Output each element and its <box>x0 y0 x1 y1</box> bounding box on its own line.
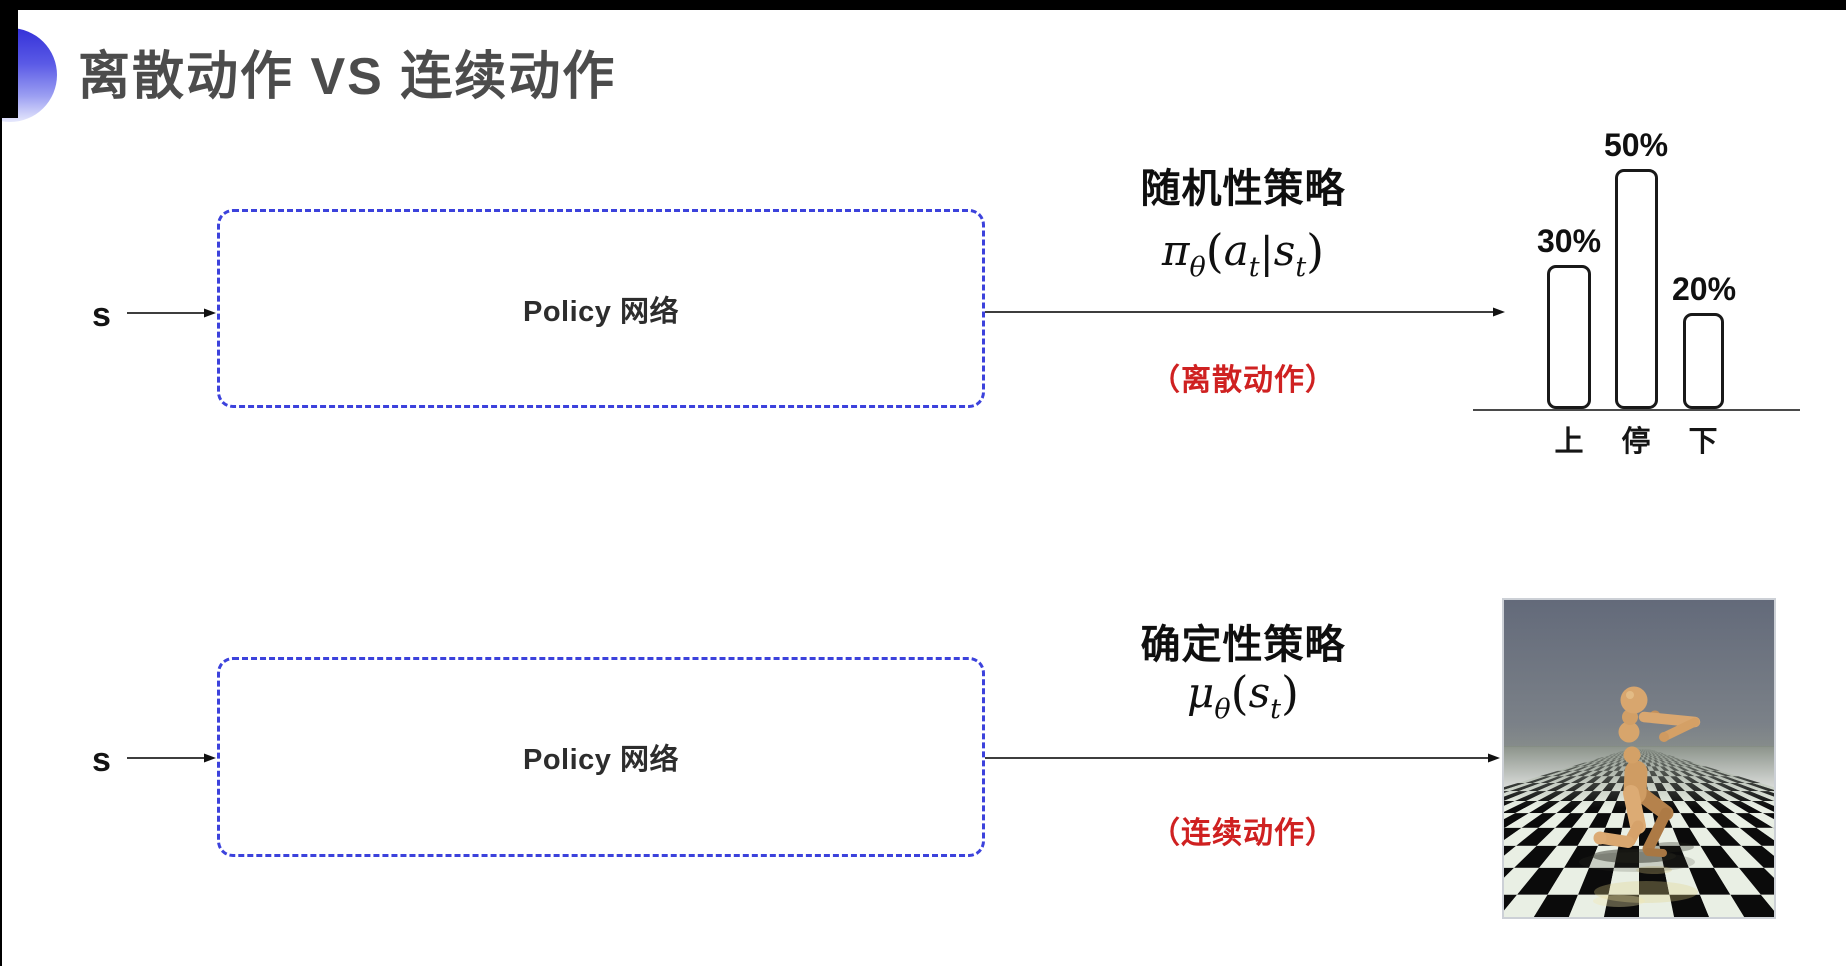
policy-formula-bottom: μθ(st) <box>1078 666 1408 725</box>
frame-top-left-corner <box>0 0 18 118</box>
formula-close-paren-b: ) <box>1280 666 1299 720</box>
bar-value-label-2: 20% <box>1671 271 1737 307</box>
humanoid-simulation-image <box>1502 598 1776 919</box>
chart-baseline <box>1473 409 1800 411</box>
policy-network-label-bottom: Policy 网络 <box>523 744 679 776</box>
action-probability-bar-chart: 30% 50% 20% 上 停 下 <box>1473 100 1800 460</box>
sky <box>1504 600 1774 747</box>
policy-network-box-top: Policy 网络 <box>217 209 985 408</box>
bar-value-label-1: 50% <box>1603 127 1669 163</box>
formula-open-paren-b: ( <box>1230 666 1249 720</box>
frame-left-edge <box>0 0 2 966</box>
humanoid-shadow <box>1579 842 1695 872</box>
policy-formula-top: πθ(at|st) <box>1078 224 1408 283</box>
bar-2 <box>1683 313 1724 409</box>
formula-theta-sub-b: θ <box>1214 694 1231 725</box>
bar-0 <box>1547 265 1591 409</box>
state-input-label-top: s <box>92 296 111 334</box>
formula-t-sub-b: t <box>1270 694 1281 725</box>
state-input-label-bottom: s <box>92 741 111 779</box>
formula-t-sub2: t <box>1295 252 1307 283</box>
formula-pi: π <box>1161 226 1190 275</box>
formula-t-sub: t <box>1248 252 1260 283</box>
policy-type-title-top: 随机性策略 <box>1140 167 1346 211</box>
formula-s-b: s <box>1248 668 1271 717</box>
floor-glare <box>1593 866 1698 907</box>
humanoid-scene <box>1504 600 1774 917</box>
policy-type-title-bottom: 确定性策略 <box>1140 623 1346 667</box>
page-title: 离散动作 VS 连续动作 <box>78 48 617 106</box>
humanoid-robot <box>1593 686 1701 857</box>
bar-1 <box>1615 169 1658 409</box>
policy-network-label-top: Policy 网络 <box>523 295 679 328</box>
bar-category-label-0: 上 <box>1554 426 1584 458</box>
formula-given-bar: | <box>1259 228 1274 277</box>
bar-category-label-1: 停 <box>1621 426 1651 458</box>
action-note-top: （离散动作） <box>1150 364 1336 397</box>
bar-value-label-0: 30% <box>1536 223 1602 259</box>
formula-open-paren: ( <box>1205 224 1224 278</box>
formula-theta-sub: θ <box>1189 252 1206 283</box>
frame-top-bar <box>0 0 1846 10</box>
formula-a: a <box>1223 226 1249 275</box>
formula-close-paren: ) <box>1306 224 1325 278</box>
bar-category-label-2: 下 <box>1688 426 1718 458</box>
policy-network-box-bottom: Policy 网络 <box>217 657 985 857</box>
action-note-bottom: （连续动作） <box>1150 817 1336 850</box>
formula-s: s <box>1273 226 1296 275</box>
formula-mu: μ <box>1187 668 1215 717</box>
